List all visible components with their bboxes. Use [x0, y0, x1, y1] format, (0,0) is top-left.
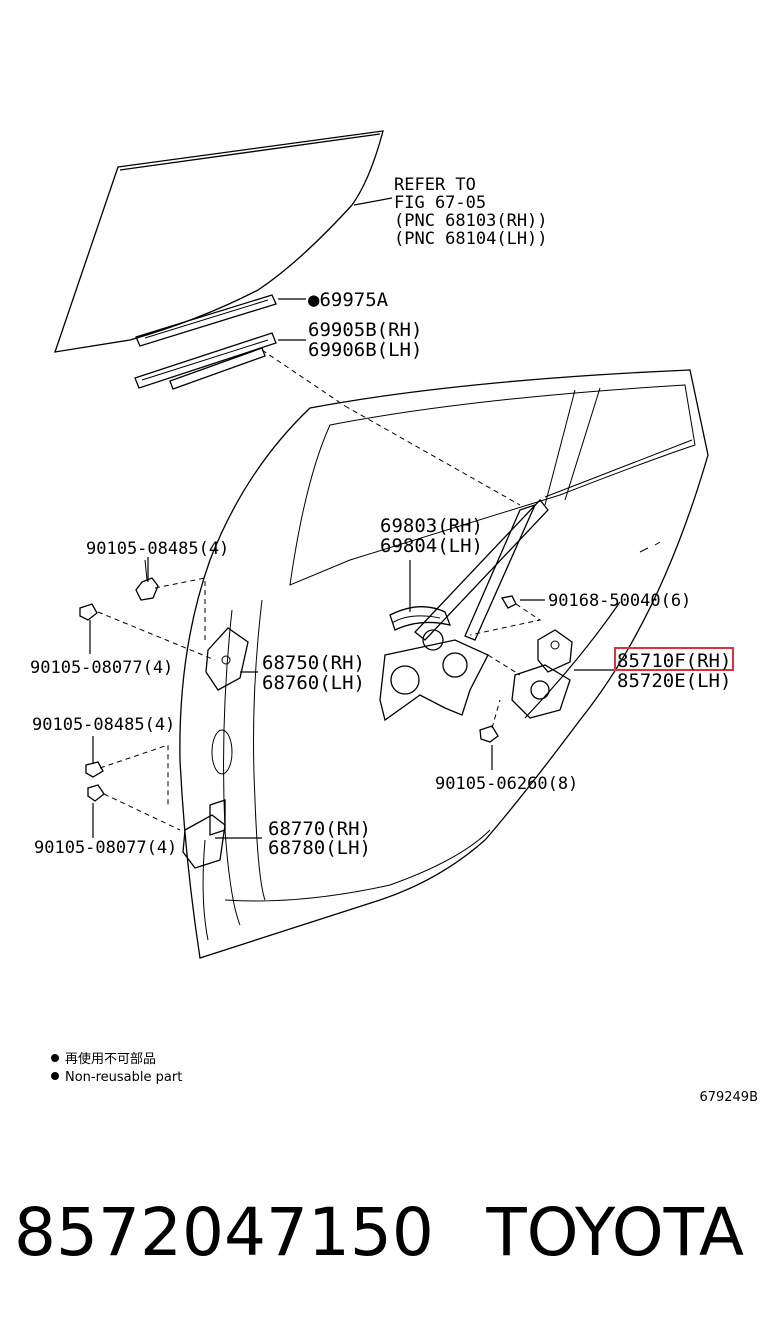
legend-en: Non-reusable part: [65, 1070, 182, 1085]
label-69906b: 69906B(LH): [308, 339, 422, 361]
label-85720e: 85720E(LH): [617, 670, 731, 692]
refer-line-1: REFER TO: [394, 175, 476, 195]
label-85710f: 85710F(RH): [617, 650, 731, 672]
label-bolt-d: 90105-08077(4): [34, 838, 177, 858]
figure-id: 679249B: [699, 1090, 758, 1105]
highlight-box: [614, 647, 734, 671]
refer-line-3: (PNC 68103(RH)): [394, 211, 548, 231]
bullet-icon: [51, 1072, 59, 1080]
label-69905b: 69905B(RH): [308, 319, 422, 341]
power-window-motor: [511, 629, 573, 719]
leader-lines: [89, 197, 621, 839]
glass-run-channel: [134, 332, 277, 390]
label-68760: 68760(LH): [262, 672, 365, 694]
outer-weatherstrip: [135, 294, 277, 347]
upper-hinge: [205, 627, 249, 691]
label-bolt-c: 90105-08485(4): [32, 715, 175, 735]
label-screw: 90168-50040(6): [548, 591, 691, 611]
label-bolt-e: 90105-06260(8): [435, 774, 578, 794]
label-69804: 69804(LH): [380, 535, 483, 557]
label-69975a: ●69975A: [308, 289, 389, 311]
label-68750: 68750(RH): [262, 652, 365, 674]
refer-line-2: FIG 67-05: [394, 193, 486, 213]
label-69803: 69803(RH): [380, 515, 483, 537]
brand: TOYOTA: [485, 1194, 744, 1271]
label-68770: 68770(RH): [268, 818, 371, 840]
part-number: 8572047150: [14, 1194, 434, 1271]
refer-line-4: (PNC 68104(LH)): [394, 229, 548, 249]
label-bolt-b: 90105-08077(4): [30, 658, 173, 678]
label-68780: 68780(LH): [268, 837, 371, 859]
label-bolt-a: 90105-08485(4): [86, 539, 229, 559]
door-panel: [179, 369, 709, 959]
legend-jp: 再使用不可部品: [65, 1051, 156, 1067]
bullet-icon: [51, 1054, 59, 1062]
lower-hinge: [182, 799, 226, 869]
